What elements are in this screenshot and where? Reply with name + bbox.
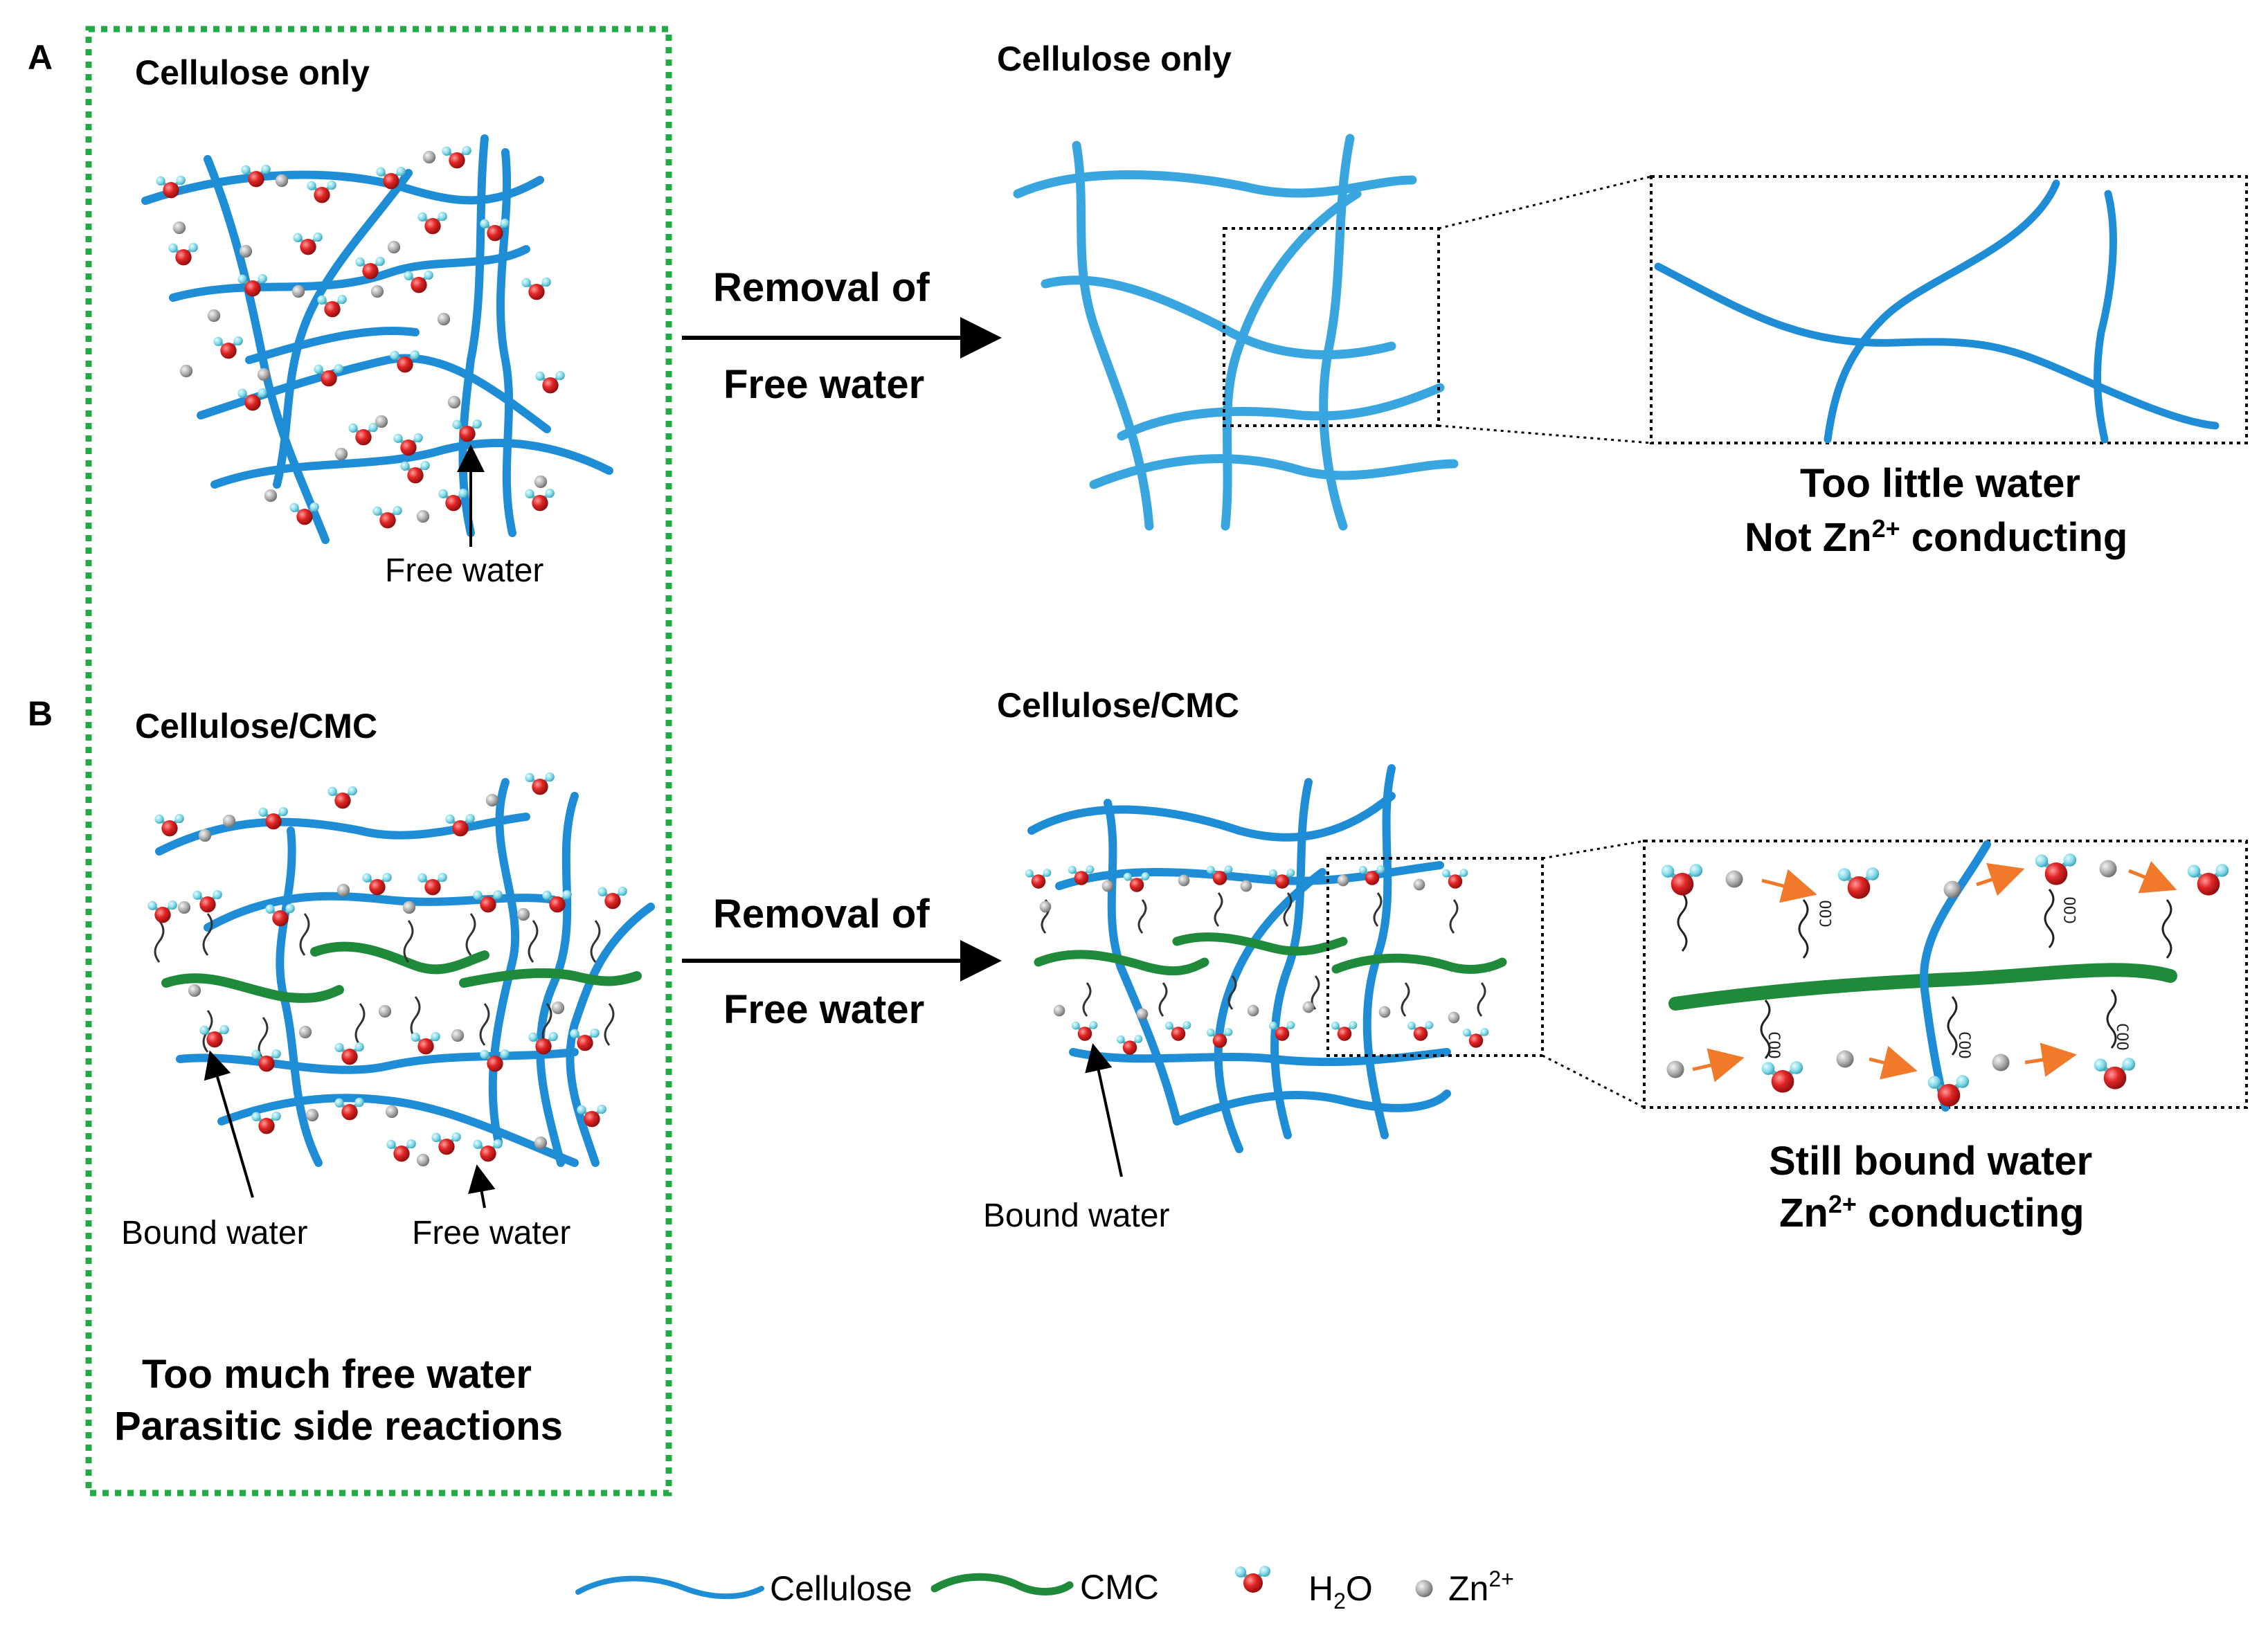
coo-linkers: [1041, 892, 1486, 1017]
left-highlight-box: [85, 26, 672, 1496]
cellulose-fiber: [155, 813, 530, 856]
cmc-chain: [1331, 953, 1507, 974]
cmc-chain: [161, 973, 344, 1003]
coo-linkers: [154, 913, 615, 1060]
cellulose-fiber: [1104, 799, 1181, 1125]
free-water-pointer-b: [468, 1164, 496, 1209]
cellulose-fiber: [458, 134, 489, 537]
cellulose-fiber: [1041, 275, 1396, 359]
cellulose-fiber: [1173, 1089, 1451, 1125]
cellulose-fiber: [176, 1048, 579, 1074]
cellulose-fiber: [2094, 190, 2117, 444]
svg-text:COO: COO: [1818, 900, 1835, 928]
legend: Cellulose CMC H2O Zn2+: [575, 1566, 1514, 1613]
bound-water-label-left: Bound water: [121, 1215, 308, 1251]
bound-water-label-right: Bound water: [983, 1197, 1170, 1234]
cellulose-fiber: [1027, 792, 1396, 842]
cellulose-fiber: [245, 327, 420, 364]
panel-b-caption-line1: Still bound water: [1769, 1139, 2092, 1184]
panel-a-process-arrow: Removal of Free water: [682, 265, 1002, 407]
panel-b-caption-line2: Zn2+ conducting: [1779, 1190, 2085, 1236]
zoom-connector: [1438, 175, 1652, 230]
panel-b-bottom-line2: Parasitic side reactions: [114, 1404, 563, 1449]
cellulose-fiber: [566, 903, 655, 1167]
cellulose-fiber: [204, 892, 558, 932]
legend-zn-label: Zn2+: [1448, 1566, 1514, 1608]
panel-letter-a: A: [28, 38, 53, 77]
cellulose-fiber: [273, 169, 413, 489]
cellulose-fiber: [1919, 840, 1991, 1112]
cmc-chain: [1668, 963, 2177, 1011]
legend-cellulose-label: Cellulose: [770, 1569, 912, 1608]
panel-b-right-title: Cellulose/CMC: [997, 686, 1239, 725]
cellulose-fiber: [1072, 141, 1154, 531]
svg-text:COO: COO: [1765, 1031, 1782, 1059]
legend-cellulose-swatch: [575, 1575, 764, 1600]
zoom-connector: [1438, 424, 1652, 444]
legend-cmc-swatch: [930, 1573, 1074, 1595]
panel-a-zoom-box: [1650, 175, 2248, 444]
panel-a-right-network: [1013, 134, 1459, 531]
cellulose-fiber: [488, 778, 520, 1146]
bound-water-pointer-right: [1085, 1043, 1123, 1177]
panel-a-zoom-fibers: [1654, 179, 2220, 444]
legend-zn-icon: [1415, 1580, 1433, 1598]
legend-h2o-icon: [1235, 1566, 1270, 1593]
zoom-connector: [1542, 840, 1645, 860]
cmc-chain: [459, 968, 642, 988]
zoom-connector: [1542, 1054, 1645, 1109]
cellulose-fiber: [1270, 778, 1313, 1139]
cellulose-fiber: [1221, 189, 1362, 531]
panel-a-left-network: Free water: [141, 134, 613, 589]
cmc-chain: [1172, 932, 1348, 956]
cellulose-fiber: [496, 148, 516, 537]
cellulose-fiber: [169, 245, 530, 302]
panel-b-bottom-line1: Too much free water: [142, 1352, 532, 1397]
cellulose-fiber: [217, 1094, 579, 1167]
svg-text:COO: COO: [2062, 896, 2080, 924]
cellulose-fiber: [197, 354, 551, 433]
cmc-chain: [310, 941, 489, 975]
cellulose-fiber: [1824, 179, 2060, 444]
cellulose-fiber: [536, 792, 579, 1167]
cellulose-fiber: [1089, 454, 1459, 489]
free-water-label-a: Free water: [385, 552, 543, 589]
panel-a-caption-line2: Not Zn2+ conducting: [1745, 514, 2127, 560]
cmc-chain: [1034, 950, 1209, 976]
panel-a-right-title: Cellulose only: [997, 39, 1232, 78]
panel-b-left-title: Cellulose/CMC: [135, 707, 377, 745]
bound-water-pointer-left: [204, 1050, 254, 1198]
panel-a-zoom-source-box: [1223, 227, 1440, 427]
panel-a-left-title: Cellulose only: [135, 53, 370, 92]
svg-text:COO: COO: [1955, 1031, 1972, 1059]
cellulose-fiber: [1117, 383, 1445, 441]
panel-b-zoom-source-box: [1326, 857, 1544, 1057]
panel-b-process-arrow: Removal of Free water: [682, 892, 1002, 1032]
cellulose-fiber: [1214, 868, 1326, 1153]
panel-letter-b: B: [28, 694, 53, 733]
panel-a-arrow-line2: Free water: [723, 362, 924, 407]
cellulose-fiber: [1362, 764, 1396, 1139]
panel-a-caption-line1: Too little water: [1800, 461, 2080, 506]
legend-cmc-label: CMC: [1080, 1568, 1159, 1607]
cellulose-fiber: [1654, 262, 2220, 430]
panel-a-arrow-line1: Removal of: [713, 265, 930, 310]
legend-h2o-label: H2O: [1308, 1569, 1373, 1613]
panel-b-right-network: Bound water: [983, 764, 1507, 1234]
svg-text:COO: COO: [2113, 1023, 2130, 1051]
panel-b-arrow-line2: Free water: [723, 987, 924, 1032]
panel-b-zoom-content: COO COO COO COO COO: [1662, 840, 2229, 1112]
panel-b-arrow-line1: Removal of: [713, 892, 930, 937]
panel-b-left-network: Bound water Free water: [121, 772, 655, 1251]
free-water-label-b: Free water: [412, 1215, 570, 1251]
